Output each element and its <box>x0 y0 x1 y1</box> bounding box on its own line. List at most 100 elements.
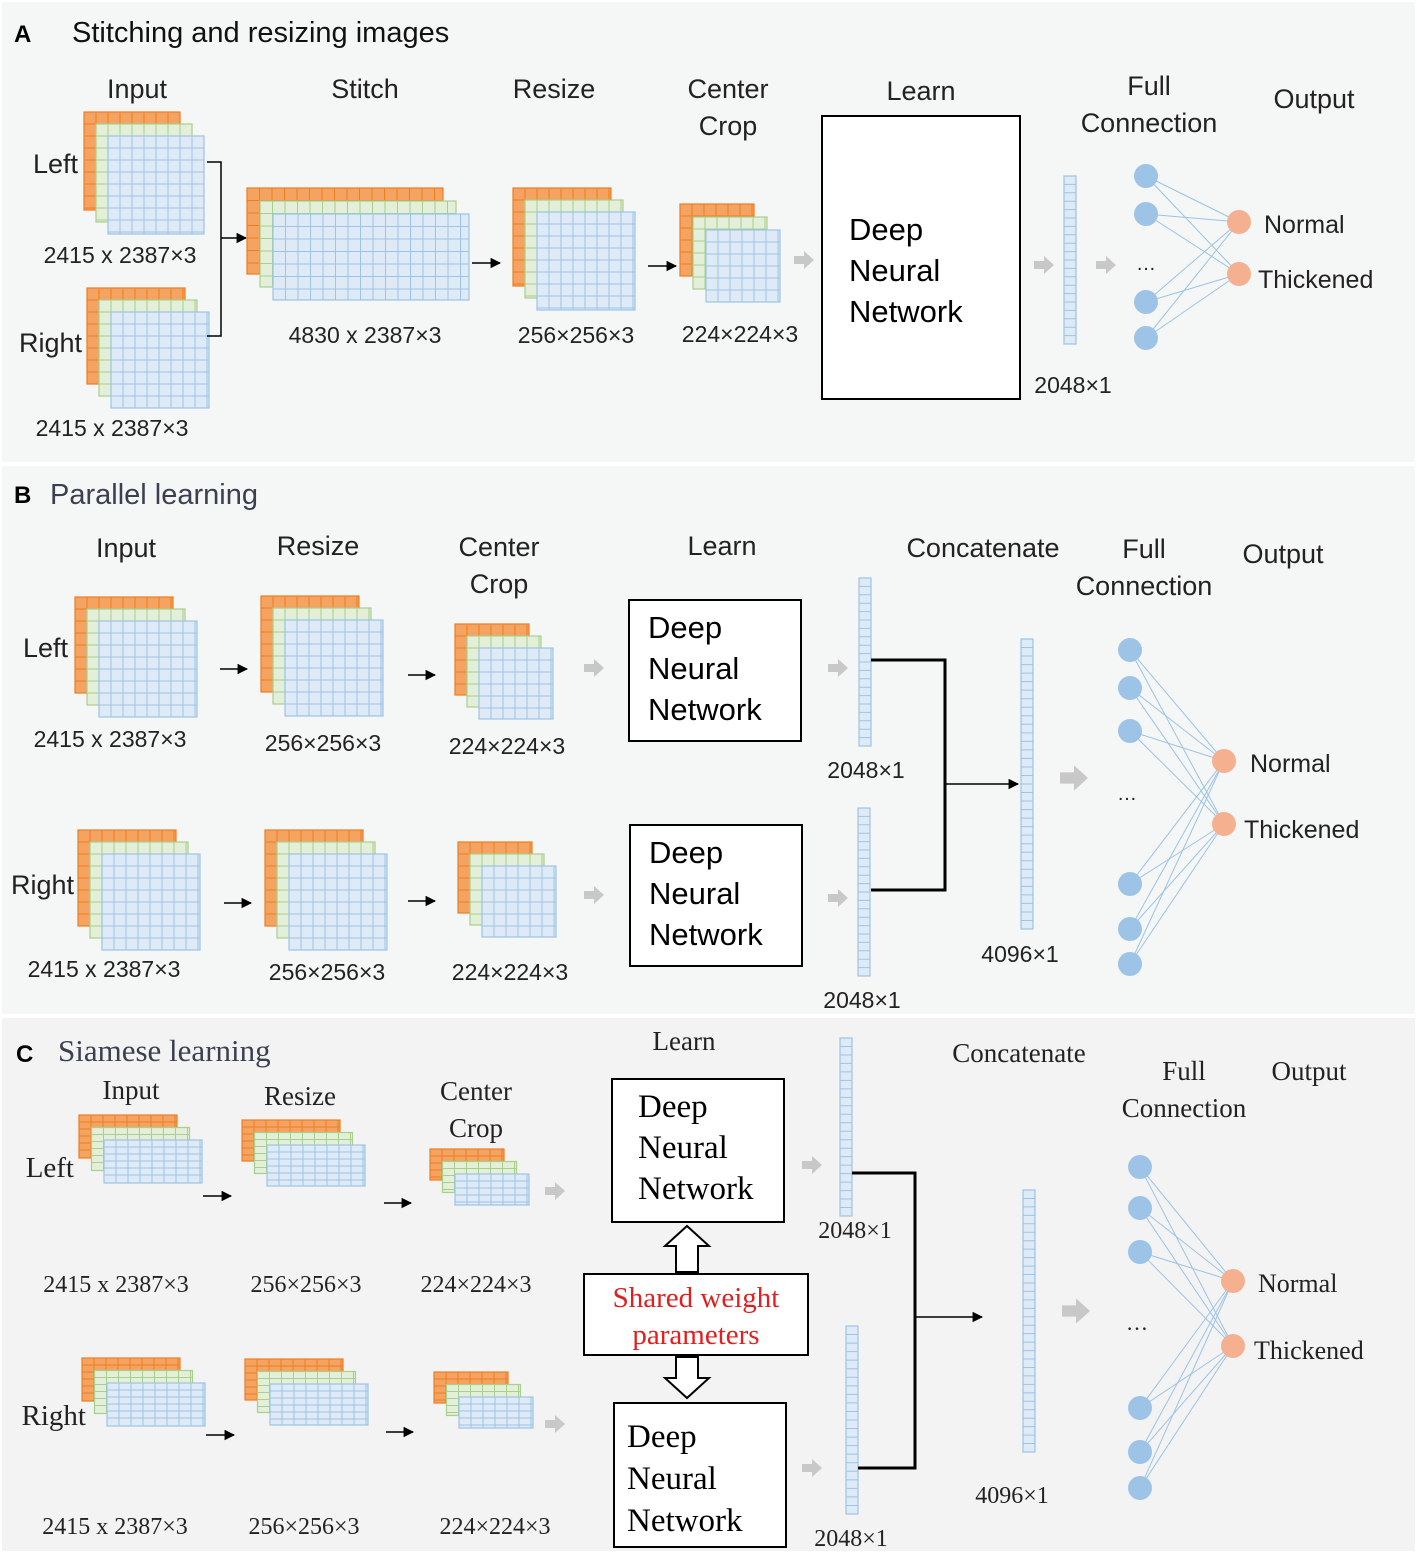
vector-body <box>1022 1189 1036 1453</box>
vector-cells <box>858 815 870 969</box>
blue-channel-layer <box>478 647 554 720</box>
dim-input-left: 2415 x 2387×3 <box>44 242 197 268</box>
dnn-line-2: Neural <box>849 253 940 288</box>
fc-network <box>1128 1155 1245 1500</box>
fc-edge <box>1145 175 1240 223</box>
arrow-to-feature-left <box>802 1156 822 1174</box>
header-full: Full <box>1127 71 1171 101</box>
gray-arrow-shape <box>1062 1298 1090 1324</box>
dnn-line-1: Deep <box>648 610 722 645</box>
dnn-line-2: Neural <box>649 876 740 911</box>
hidden-node <box>1128 1196 1152 1220</box>
output-node <box>1221 1334 1245 1358</box>
ellipsis: … <box>1117 783 1137 805</box>
image-stack-input-left <box>78 1114 203 1184</box>
output-node <box>1221 1269 1245 1293</box>
hidden-node <box>1118 676 1142 700</box>
header-concatenate: Concatenate <box>906 533 1059 563</box>
header-resize: Resize <box>264 1081 336 1111</box>
panel-b-title: Parallel learning <box>50 479 258 511</box>
blue-channel-layer <box>458 1396 534 1429</box>
arrow-to-fc <box>1096 256 1116 274</box>
header-input: Input <box>107 74 168 104</box>
vector-cells <box>1021 647 1033 921</box>
image-stack-input-left <box>74 596 198 718</box>
vector-cells <box>859 585 871 739</box>
image-stack-cropped-right <box>433 1371 534 1429</box>
dnn-box <box>821 115 1021 400</box>
header-connection: Connection <box>1122 1093 1247 1123</box>
fc-edge <box>1129 760 1225 885</box>
fc-edge <box>1129 649 1225 762</box>
image-stack-input-left <box>83 111 205 235</box>
dnn-line-1: Deep <box>849 212 923 247</box>
fc-edge <box>1139 1345 1234 1453</box>
header-resize: Resize <box>277 531 360 561</box>
vector-body <box>839 1037 853 1217</box>
dnn-line-2: Neural <box>638 1130 728 1166</box>
hidden-node <box>1134 290 1158 314</box>
blue-channel-layer <box>284 619 384 717</box>
blue-channel-layer <box>103 1139 203 1184</box>
ellipsis: … <box>1136 253 1156 275</box>
dim-input-left: 2415 x 2387×3 <box>43 1272 189 1298</box>
hidden-node <box>1118 952 1142 976</box>
fc-edge <box>1145 221 1240 303</box>
dim-feature-right: 2048×1 <box>823 987 900 1013</box>
dnn-line-1: Deep <box>638 1089 708 1125</box>
shared-weight-box <box>583 1273 809 1356</box>
label-right: Right <box>19 328 83 358</box>
concat-bracket <box>871 658 947 892</box>
header-center: Center <box>440 1076 512 1106</box>
vector-cells <box>1064 183 1076 337</box>
label-right: Right <box>22 1400 86 1432</box>
header-output: Output <box>1273 84 1355 114</box>
vector-cells <box>846 1334 858 1506</box>
hidden-node <box>1128 1240 1152 1264</box>
dim-crop: 224×224×3 <box>682 321 798 347</box>
gray-arrow-shape <box>802 1459 822 1477</box>
gray-arrow-shape <box>828 889 848 907</box>
gray-arrow-shape <box>828 659 848 677</box>
header-output: Output <box>1242 539 1324 569</box>
panel-c-title: Siamese learning <box>58 1033 271 1068</box>
dim-resize: 256×256×3 <box>518 322 634 348</box>
gray-arrow-shape <box>545 1182 565 1200</box>
fc-edge <box>1145 221 1240 339</box>
fc-edge <box>1139 1251 1234 1347</box>
output-node <box>1227 210 1251 234</box>
hidden-node <box>1118 719 1142 743</box>
header-learn: Learn <box>653 1026 716 1056</box>
header-crop: Crop <box>449 1113 503 1143</box>
dim-feature: 2048×1 <box>1034 372 1111 398</box>
blue-channel-layer <box>101 853 201 951</box>
gray-arrow-shape <box>1096 256 1116 274</box>
concat-vector <box>1022 1189 1036 1453</box>
arrow-to-feature-left <box>828 659 848 677</box>
header-crop: Crop <box>470 569 529 599</box>
header-full: Full <box>1122 534 1166 564</box>
blue-channel-layer <box>705 229 781 303</box>
header-full: Full <box>1162 1056 1206 1086</box>
blue-channel-layer <box>481 865 557 938</box>
dnn-line-3: Network <box>648 692 762 727</box>
fc-edge <box>1145 213 1240 275</box>
gray-arrow-shape <box>1060 765 1088 791</box>
image-stack-cropped-left <box>429 1148 530 1206</box>
feature-vector-left <box>858 577 872 747</box>
output-normal: Normal <box>1250 750 1331 778</box>
dnn-line-2: Neural <box>627 1461 717 1497</box>
fc-edge <box>1129 823 1225 930</box>
shared-arrow-up-icon <box>662 1224 712 1273</box>
dnn-line-2: Neural <box>648 651 739 686</box>
header-connection: Connection <box>1081 108 1218 138</box>
arrow-to-feature-right <box>828 889 848 907</box>
dim-resize-left: 256×256×3 <box>250 1272 361 1298</box>
image-stack-cropped <box>679 203 781 303</box>
dim-input-right: 2415 x 2387×3 <box>42 1514 188 1540</box>
blue-channel-layer <box>107 135 205 235</box>
feature-vector-left <box>839 1037 853 1217</box>
panel-a-letter: A <box>14 21 31 48</box>
